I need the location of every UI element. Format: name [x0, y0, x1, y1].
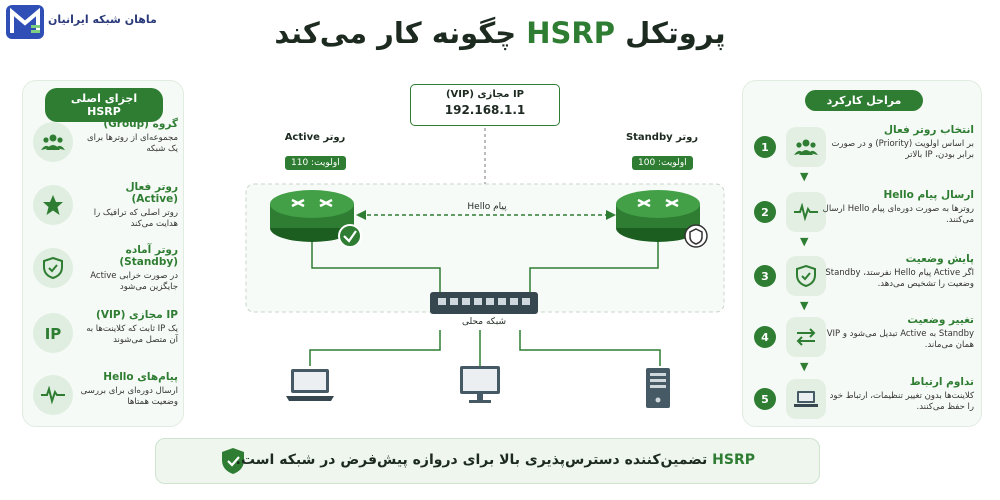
step-number: 4	[754, 326, 776, 348]
step-item: تداوم ارتباط کلاینت‌ها بدون تغییر تنظیمات…	[822, 376, 974, 414]
steps-panel	[742, 80, 982, 427]
page-title: پروتکل HSRP چگونه کار می‌کند	[274, 16, 726, 50]
summary-text: HSRP تضمین‌کننده دسترس‌پذیری بالا برای د…	[235, 452, 755, 468]
component-title: گروه (Group)	[103, 118, 178, 130]
hello-message-label: پیام Hello	[467, 202, 507, 212]
component-title: IP مجازی (VIP)	[96, 309, 178, 321]
group-icon	[786, 127, 826, 167]
component-description: در صورت خرابی Active جایگزین می‌شود	[90, 271, 178, 293]
step-description: کلاینت‌ها بدون تغییر تنظیمات، ارتباط خود…	[829, 391, 974, 413]
component-description: مجموعه‌ای از روترها برای یک شبکه	[87, 133, 178, 155]
laptop-icon	[786, 379, 826, 419]
swap-icon	[786, 317, 826, 357]
shield-check-icon	[222, 448, 244, 474]
step-title: ارسال پیام Hello	[883, 189, 974, 201]
ip-icon: IP	[33, 313, 73, 353]
standby-router-label: روتر Standby	[625, 132, 699, 143]
step-number: 1	[754, 136, 776, 158]
laptop-icon	[286, 369, 334, 401]
standby-priority: اولویت: 100	[632, 156, 693, 170]
svg-text:IP: IP	[45, 325, 62, 343]
component-item: پیام‌های Hello ارسال دوره‌ای برای بررسی و…	[80, 371, 178, 409]
step-title: تغییر وضعیت	[907, 314, 974, 326]
step-item: تغییر وضعیت Standby به Active تبدیل می‌شو…	[822, 314, 974, 352]
component-item: IP مجازی (VIP) یک IP ثابت که کلاینت‌ها به…	[80, 309, 178, 347]
vip-value: 192.168.1.1	[444, 103, 526, 117]
step-title: انتخاب روتر فعال	[883, 124, 974, 136]
step-item: ارسال پیام Hello روترها به صورت دوره‌ای پ…	[822, 189, 974, 227]
summary-banner	[155, 438, 820, 484]
step-description: Standby به Active تبدیل می‌شود و VIP هما…	[826, 329, 974, 351]
pulse-icon	[786, 192, 826, 232]
down-arrow-icon: ▼	[800, 170, 809, 183]
active-router-icon	[270, 190, 362, 248]
active-priority: اولویت: 110	[285, 156, 346, 170]
component-title: پیام‌های Hello	[103, 371, 178, 383]
component-description: روتر اصلی که ترافیک را هدایت می‌کند	[93, 208, 178, 230]
desktop-monitor-icon	[460, 366, 500, 403]
components-header: اجزای اصلی HSRP	[45, 88, 163, 122]
step-description: اگر Active پیام Hello نفرستد، Standby وض…	[825, 268, 974, 290]
component-item: گروه (Group) مجموعه‌ای از روترها برای یک …	[80, 118, 178, 156]
group-icon	[33, 122, 73, 162]
topology-diagram	[245, 128, 725, 366]
step-description: روترها به صورت دوره‌ای پیام Hello ارسال …	[822, 204, 974, 226]
virtual-ip-box: IP مجازی (VIP) 192.168.1.1	[410, 84, 560, 126]
step-title: پایش وضعیت	[905, 253, 974, 265]
component-description: ارسال دوره‌ای برای بررسی وضعیت همتاها	[80, 386, 178, 408]
shield-icon	[786, 256, 826, 296]
step-description: بر اساس اولویت (Priority) و در صورت براب…	[831, 139, 975, 161]
standby-router-icon	[616, 190, 708, 248]
component-description: یک IP ثابت که کلاینت‌ها به آن متصل می‌شو…	[86, 324, 178, 346]
star-icon	[33, 185, 73, 225]
component-title: روتر آماده (Standby)	[119, 244, 178, 268]
active-router-label: روتر Active	[284, 132, 346, 143]
step-number: 5	[754, 388, 776, 410]
shield-icon	[33, 248, 73, 288]
brand-logo	[6, 5, 44, 39]
step-item: انتخاب روتر فعال بر اساس اولویت (Priority…	[822, 124, 975, 162]
brand-name: ماهان شبکه ایرانیان	[48, 13, 157, 26]
vip-label: IP مجازی (VIP)	[445, 89, 525, 100]
step-number: 2	[754, 201, 776, 223]
step-title: تداوم ارتباط	[909, 376, 974, 388]
steps-header: مراحل کارکرد	[805, 90, 923, 111]
server-icon	[646, 368, 670, 408]
down-arrow-icon: ▼	[800, 360, 809, 373]
step-number: 3	[754, 265, 776, 287]
down-arrow-icon: ▼	[800, 235, 809, 248]
component-item: روتر آماده (Standby) در صورت خرابی Active…	[80, 244, 178, 294]
component-item: روتر فعال (Active) روتر اصلی که ترافیک را…	[80, 181, 178, 231]
pulse-icon	[33, 375, 73, 415]
component-title: روتر فعال (Active)	[125, 181, 178, 205]
step-item: پایش وضعیت اگر Active پیام Hello نفرستد، …	[822, 253, 974, 291]
switch-label: شبکه محلی	[461, 317, 507, 327]
switch-icon	[430, 292, 538, 314]
down-arrow-icon: ▼	[800, 299, 809, 312]
